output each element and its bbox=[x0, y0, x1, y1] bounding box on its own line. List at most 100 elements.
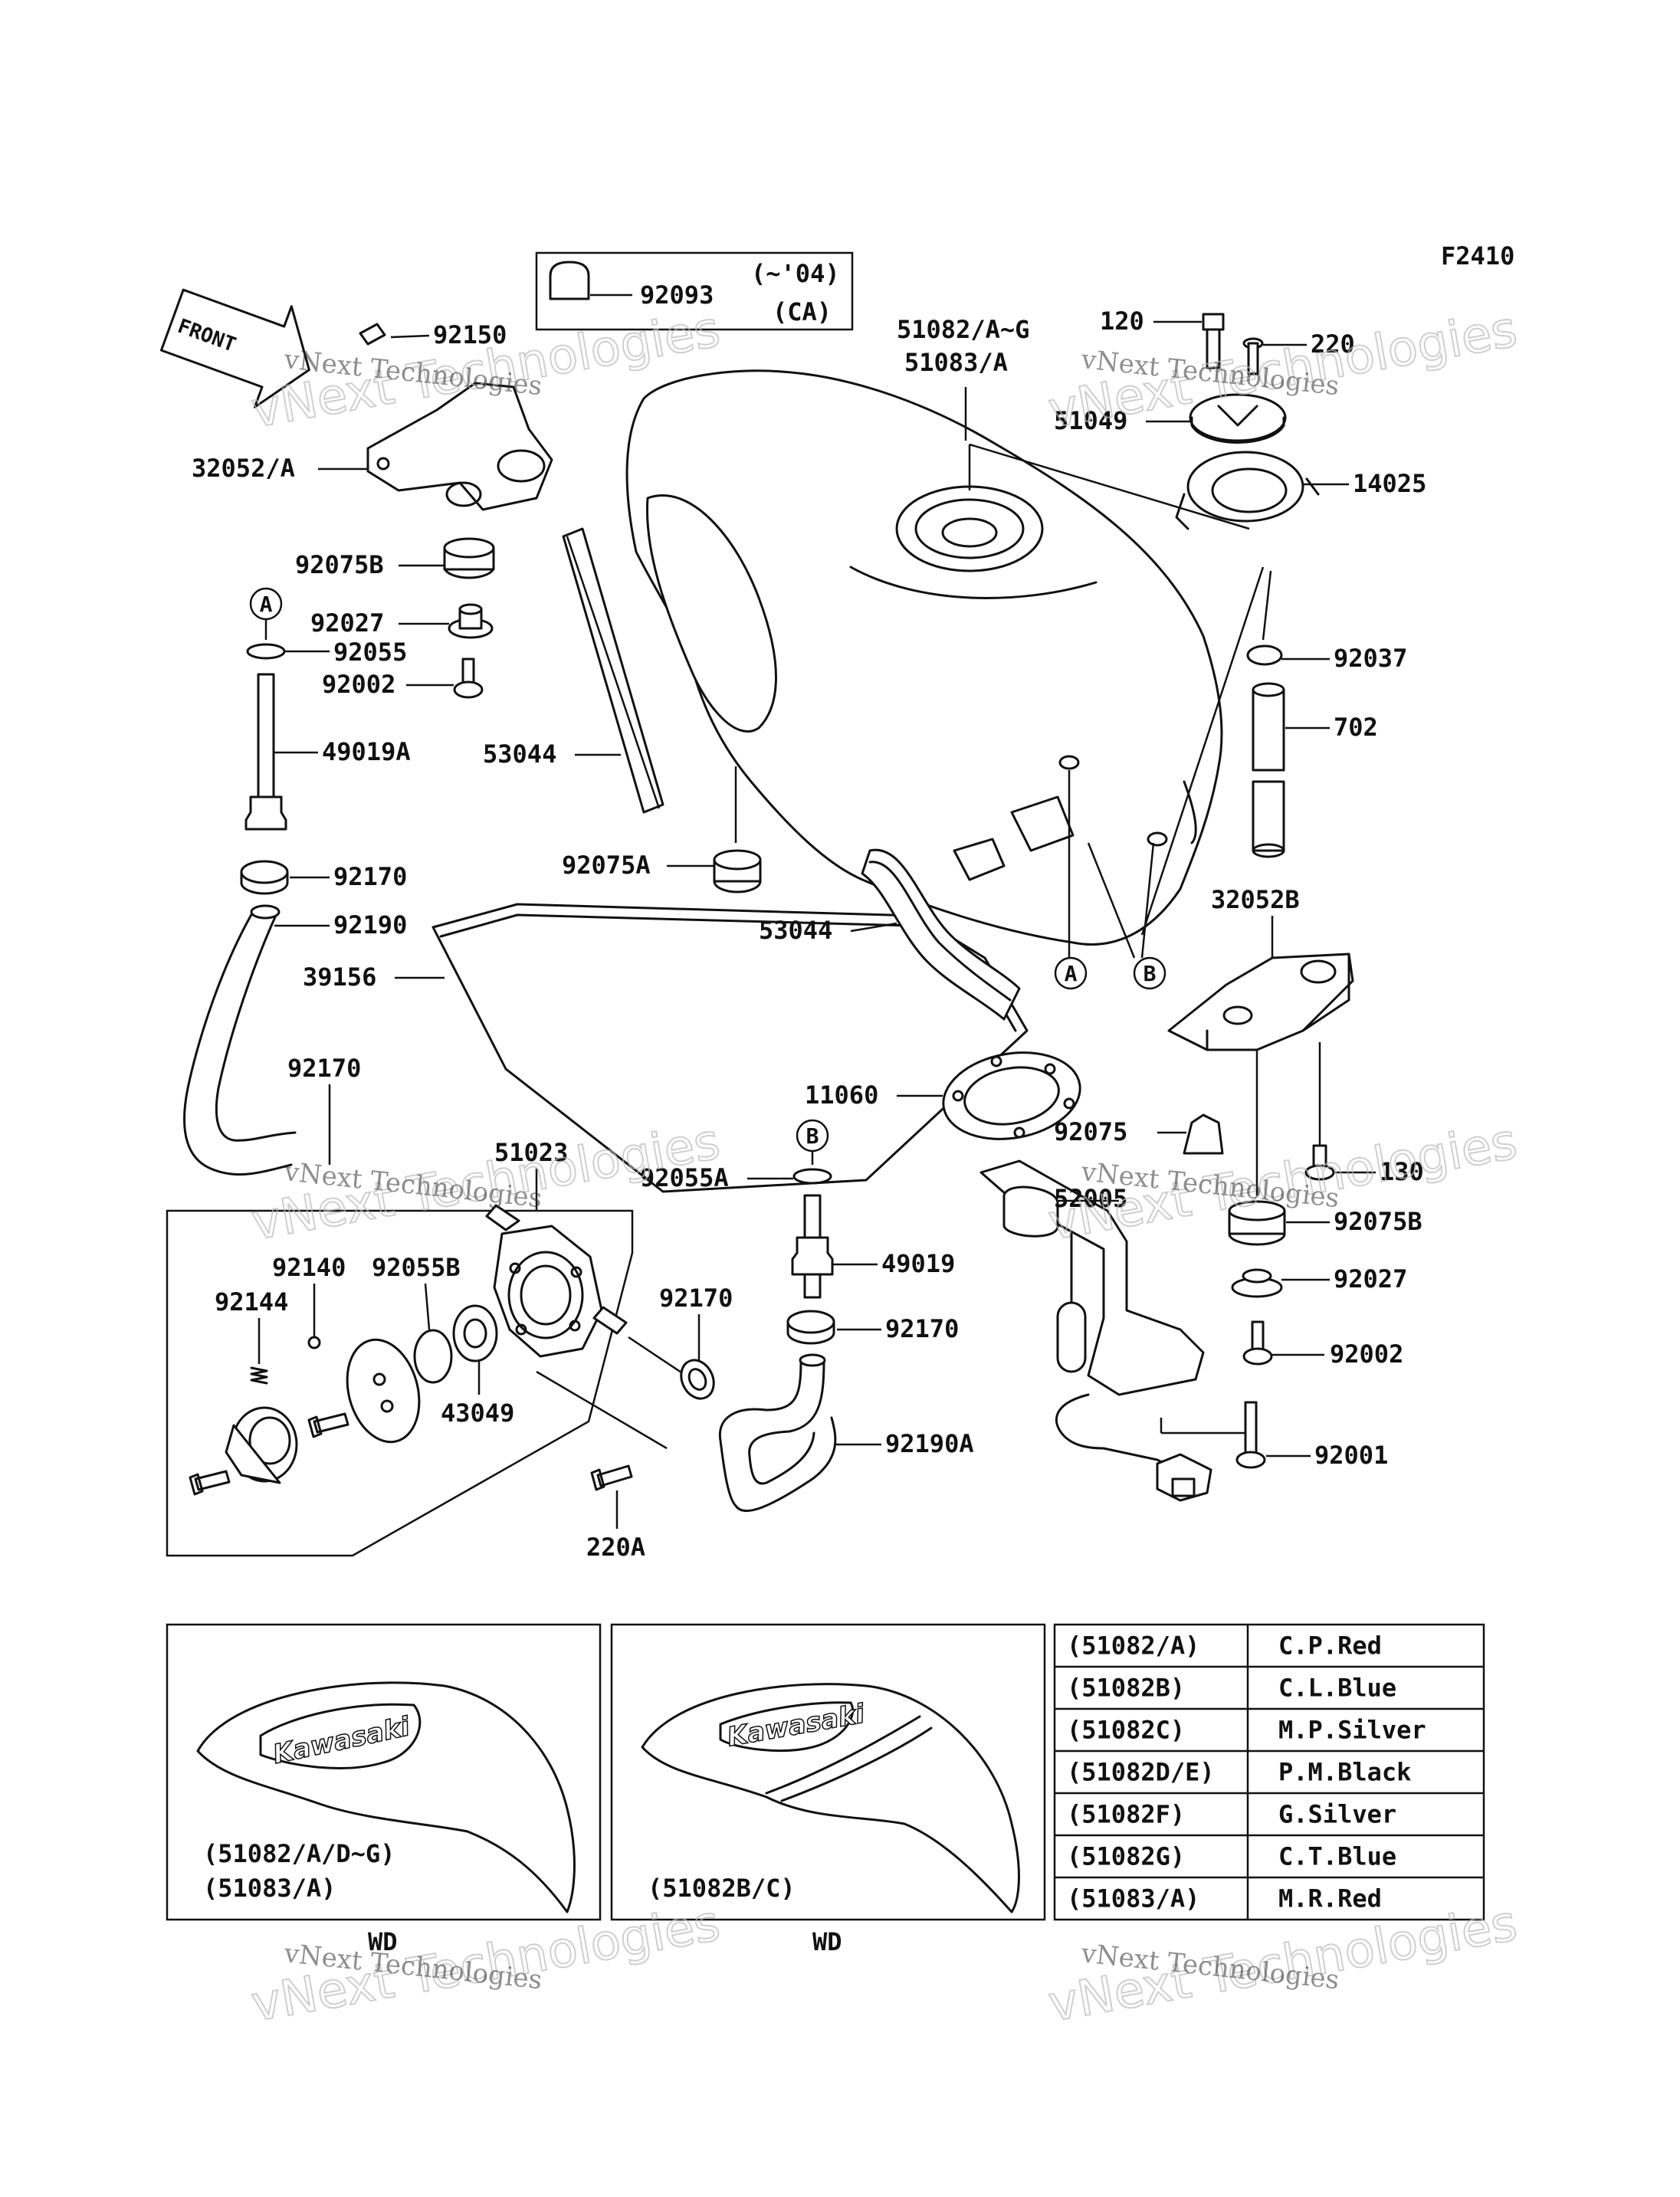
color-table-code: (51082/A) bbox=[1067, 1631, 1199, 1661]
label-92055A: 92055A bbox=[640, 1163, 729, 1192]
color-table-code: (51082B) bbox=[1067, 1674, 1185, 1703]
label-92027-right: 92027 bbox=[1334, 1264, 1407, 1294]
fitting-49019-icon bbox=[791, 1194, 834, 1299]
clamp-92170-right-icon bbox=[680, 1359, 715, 1400]
label-702: 702 bbox=[1334, 713, 1378, 742]
gasket-11060-icon bbox=[942, 1051, 1081, 1140]
cap-51049-icon bbox=[1189, 393, 1287, 444]
color-table-code: (51082F) bbox=[1067, 1800, 1185, 1829]
label-32052A: 32052/A bbox=[192, 454, 295, 483]
label-92170-lower: 92170 bbox=[885, 1314, 959, 1343]
diaphragm-plate-icon bbox=[346, 1338, 421, 1444]
label-92140: 92140 bbox=[272, 1253, 346, 1282]
label-92001: 92001 bbox=[1314, 1441, 1388, 1470]
label-92190: 92190 bbox=[333, 910, 407, 939]
fuel-pump-inset-box bbox=[166, 1209, 634, 1557]
label-130: 130 bbox=[1380, 1157, 1424, 1186]
bracket-32052A-icon bbox=[359, 323, 553, 511]
tube-702-icon bbox=[1252, 682, 1285, 858]
label-39156: 39156 bbox=[303, 962, 376, 992]
fuel-pump-51023-icon bbox=[485, 1204, 628, 1358]
label-92075B-right: 92075B bbox=[1334, 1207, 1422, 1236]
label-52005: 52005 bbox=[1054, 1184, 1127, 1213]
label-220A: 220A bbox=[586, 1533, 645, 1562]
label-32052B: 32052B bbox=[1211, 885, 1300, 914]
variant-1-line2: (51083/A) bbox=[203, 1874, 336, 1903]
note-part-number: 92093 bbox=[640, 280, 714, 310]
label-92027-left: 92027 bbox=[310, 608, 384, 638]
label-51023: 51023 bbox=[494, 1138, 568, 1167]
label-92144: 92144 bbox=[215, 1287, 288, 1317]
pump-cover-icon bbox=[225, 1406, 298, 1484]
bolt-120-icon bbox=[1202, 313, 1225, 369]
color-table-color: C.T.Blue bbox=[1278, 1842, 1396, 1871]
callout-B-tank-label: B bbox=[1144, 961, 1157, 986]
label-92037: 92037 bbox=[1334, 644, 1407, 673]
hose-92190A-icon bbox=[718, 1359, 837, 1512]
gasket-43049-icon bbox=[452, 1304, 498, 1362]
bolt-92002-icon bbox=[453, 657, 484, 699]
color-table-color: C.P.Red bbox=[1278, 1631, 1382, 1661]
screw-icon bbox=[189, 1470, 231, 1496]
hose-92190-icon bbox=[183, 910, 297, 1176]
label-92190A: 92190A bbox=[885, 1429, 974, 1458]
o-ring-92055B-icon bbox=[413, 1329, 453, 1384]
label-92075B-left: 92075B bbox=[295, 550, 384, 579]
variant-panel-2: Kawasaki (51082B/C) WD bbox=[610, 1623, 1046, 1956]
variant-1-line1: (51082/A/D~G) bbox=[203, 1839, 395, 1868]
bracket-32052B-icon bbox=[1167, 953, 1354, 1051]
label-92150: 92150 bbox=[433, 320, 507, 349]
note-line1: (~'04) bbox=[751, 259, 840, 288]
color-table-color: M.R.Red bbox=[1278, 1884, 1382, 1913]
screw-icon bbox=[307, 1412, 349, 1438]
label-120: 120 bbox=[1100, 307, 1144, 336]
label-53044-right: 53044 bbox=[759, 916, 832, 945]
color-table-color: M.P.Silver bbox=[1278, 1716, 1426, 1745]
o-ring-92055A-icon bbox=[792, 1168, 832, 1185]
label-49019A: 49019A bbox=[322, 737, 411, 766]
color-table-code: (51083/A) bbox=[1067, 1884, 1199, 1913]
grommet-92075-icon bbox=[1183, 1113, 1224, 1155]
spring-92144-icon bbox=[250, 1366, 268, 1385]
label-51083: 51083/A bbox=[904, 348, 1008, 377]
screw-220-icon bbox=[1242, 337, 1264, 375]
grommet-92075A-icon bbox=[713, 849, 762, 894]
label-92055B: 92055B bbox=[372, 1253, 461, 1282]
ring-14025-icon bbox=[1175, 451, 1320, 530]
note-box: 92093 (~'04) (CA) bbox=[535, 251, 854, 331]
front-arrow-icon: FRONT bbox=[159, 288, 310, 408]
bolt-130-icon bbox=[1304, 1144, 1335, 1181]
color-table-code: (51082C) bbox=[1067, 1716, 1185, 1745]
collar-92027-right-icon bbox=[1231, 1268, 1283, 1298]
variant-panel-1: Kawasaki (51082/A/D~G) (51083/A) WD bbox=[166, 1623, 602, 1956]
collar-92027-icon bbox=[448, 603, 494, 639]
label-92075A: 92075A bbox=[562, 851, 651, 880]
label-49019: 49019 bbox=[881, 1249, 955, 1278]
label-53044-left: 53044 bbox=[483, 739, 556, 769]
color-table-code: (51082G) bbox=[1067, 1842, 1185, 1871]
ball-92140-icon bbox=[307, 1336, 321, 1349]
color-table-color: P.M.Black bbox=[1278, 1758, 1411, 1787]
o-ring-92055-icon bbox=[246, 643, 286, 660]
fuel-pump-assy-52005-icon bbox=[979, 1159, 1212, 1502]
variant-2-line1: (51082B/C) bbox=[648, 1874, 796, 1903]
bolt-92002-right-icon bbox=[1242, 1320, 1273, 1366]
color-table: (51082/A)C.P.Red(51082B)C.L.Blue(51082C)… bbox=[1053, 1623, 1485, 1921]
screw-220A-icon bbox=[590, 1464, 633, 1491]
clip-92037-icon bbox=[1246, 644, 1283, 666]
label-220: 220 bbox=[1311, 330, 1355, 359]
figure-code: F2410 bbox=[1441, 241, 1514, 271]
label-51049: 51049 bbox=[1054, 406, 1127, 435]
label-11060: 11060 bbox=[805, 1080, 878, 1110]
pad-39156-icon bbox=[431, 903, 1029, 1193]
label-92002-left: 92002 bbox=[322, 670, 395, 699]
callout-A-left-label: A bbox=[260, 592, 273, 617]
fitting-49019A-icon bbox=[244, 673, 287, 831]
label-14025: 14025 bbox=[1353, 469, 1426, 498]
callout-B-center-label: B bbox=[806, 1123, 819, 1149]
variant-1-caption: WD bbox=[368, 1927, 398, 1956]
clamp-92170-icon bbox=[240, 860, 289, 895]
color-table-color: G.Silver bbox=[1278, 1800, 1396, 1829]
